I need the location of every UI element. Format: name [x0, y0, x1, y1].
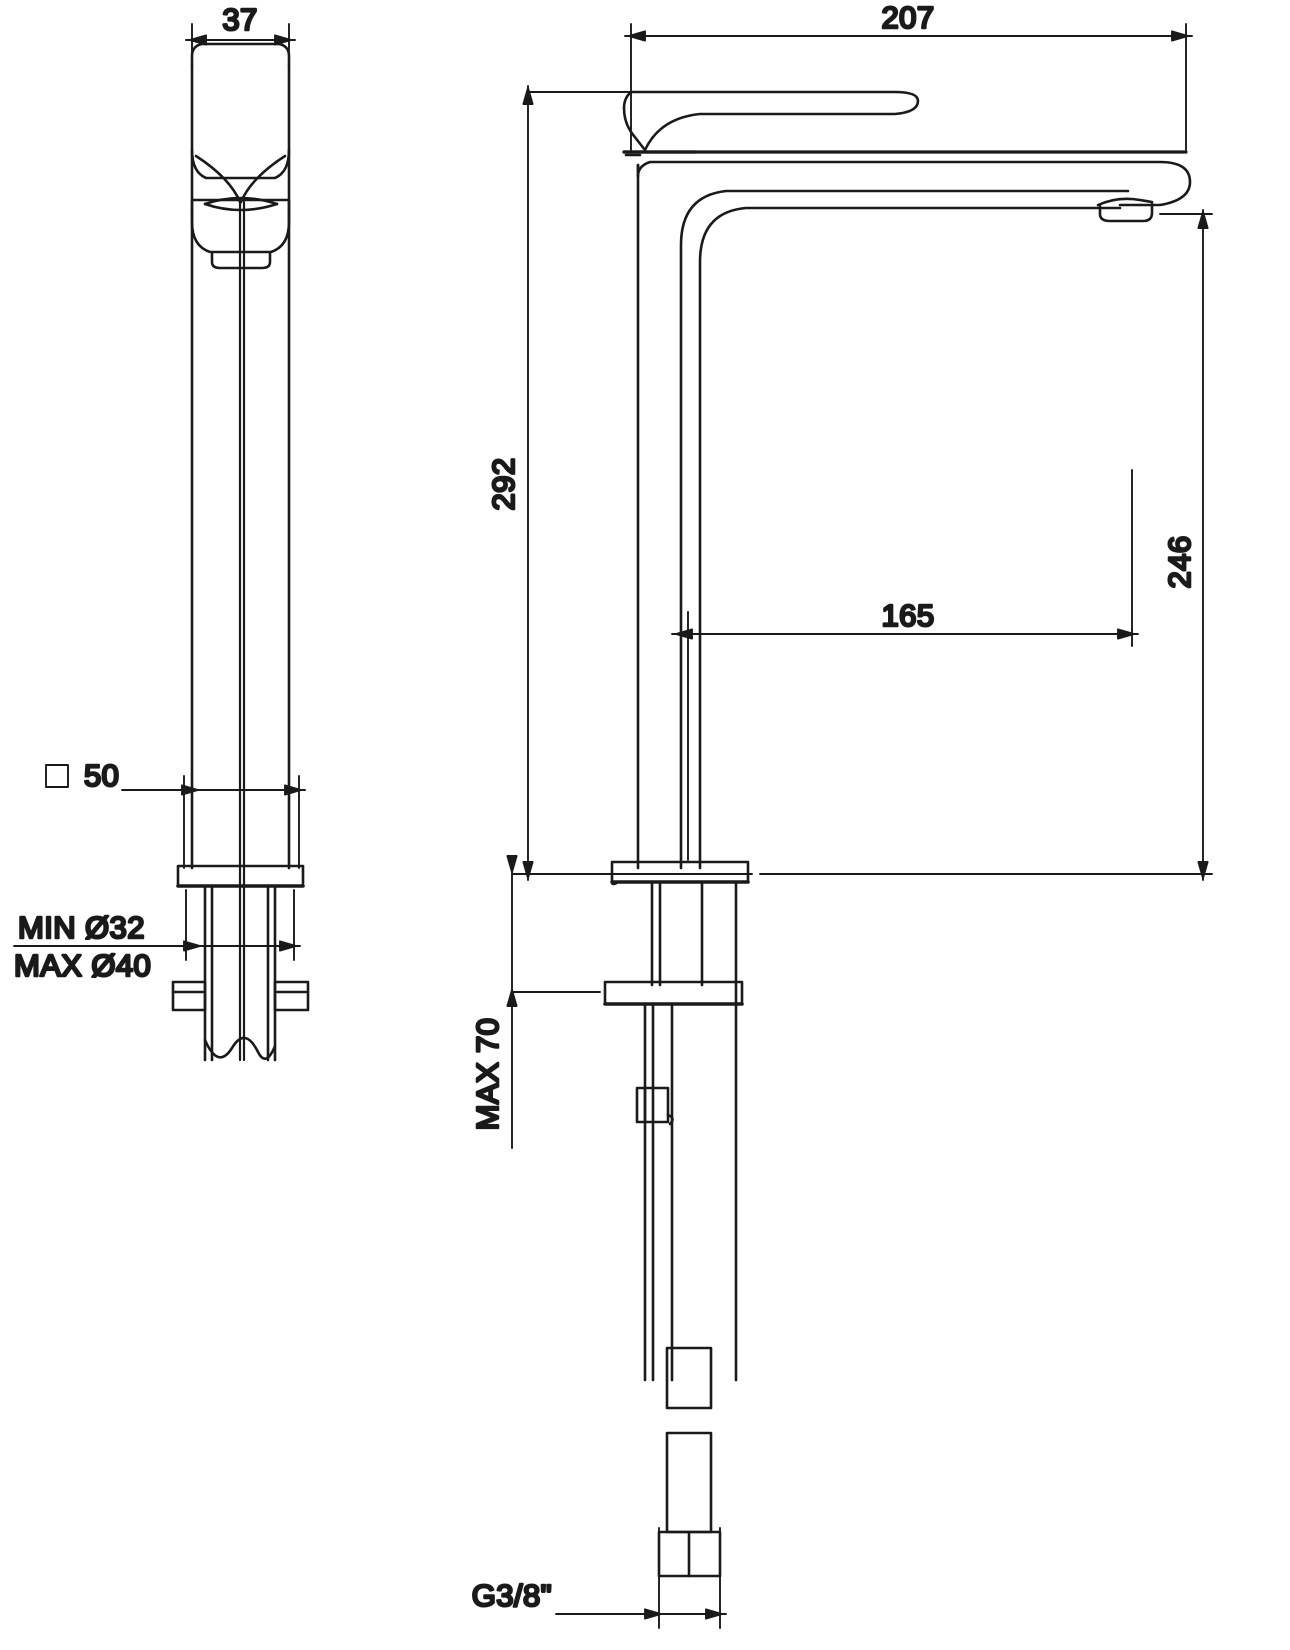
side-view-outlet-body — [1098, 202, 1154, 223]
side-view-connector-nut-shaft — [665, 1431, 713, 1534]
dim-max-d40-label: MAX Ø40 — [14, 948, 151, 983]
dimhole-arrow-left — [183, 940, 201, 952]
side-view-lever-handle — [629, 90, 920, 152]
dim-g38-label: G3/8" — [472, 1578, 552, 1613]
dimension-square-50 — [45, 764, 306, 869]
dim165-label: 165 — [882, 598, 935, 633]
dimension-246 — [759, 209, 1213, 881]
side-view-lever-pivot — [622, 90, 647, 152]
dim37-label: 37 — [222, 2, 257, 37]
dim-min-d32-label: MIN Ø32 — [18, 910, 145, 945]
dimension-165 — [671, 469, 1139, 861]
side-view-hose-crimp-tab — [666, 1113, 674, 1126]
dimension-max-70 — [506, 855, 605, 1149]
front-view-break-line — [203, 1036, 277, 1060]
dim246-arrow-bottom — [1197, 861, 1209, 879]
side-view-spout-inner-1 — [679, 189, 1130, 870]
side-view-connector-upper — [665, 1346, 713, 1410]
square-symbol-icon — [45, 764, 69, 788]
front-view-top-cap — [190, 42, 291, 68]
dim50-arrow-left — [181, 784, 199, 796]
side-view-hose-crimp — [635, 1086, 670, 1124]
front-view-collar-ellipse-bottom — [203, 196, 279, 206]
side-view-geometry — [603, 90, 1192, 1578]
dimension-37 — [185, 23, 296, 61]
dim246-label: 246 — [1162, 536, 1197, 589]
front-view-fixing-wing-right — [273, 980, 310, 1012]
side-view-outlet-top — [1096, 197, 1154, 207]
dim207-label: 207 — [882, 0, 935, 35]
dim292-arrow-top — [522, 87, 534, 105]
dim292-label: 292 — [486, 458, 521, 511]
dim70-arrow-top — [506, 855, 518, 873]
dim50-label: 50 — [84, 758, 119, 793]
front-view-lever-seat — [190, 148, 291, 180]
side-view-spout-inner-2 — [698, 206, 1122, 870]
dim-max-70-label: MAX 70 — [470, 1018, 505, 1131]
side-view-clamp-washer — [603, 980, 744, 1006]
dimension-hole-diameter — [13, 889, 301, 961]
dim292-arrow-bottom — [522, 861, 534, 879]
dimension-207 — [624, 23, 1193, 151]
front-view-geometry — [171, 42, 310, 1062]
dim165-arrow-left — [675, 628, 693, 640]
front-view-fixing-wing-left — [171, 980, 207, 1012]
side-view-body-top-outline — [636, 160, 1192, 207]
side-view-flange-corner-l — [610, 880, 620, 886]
dimension-g38 — [555, 1527, 727, 1629]
